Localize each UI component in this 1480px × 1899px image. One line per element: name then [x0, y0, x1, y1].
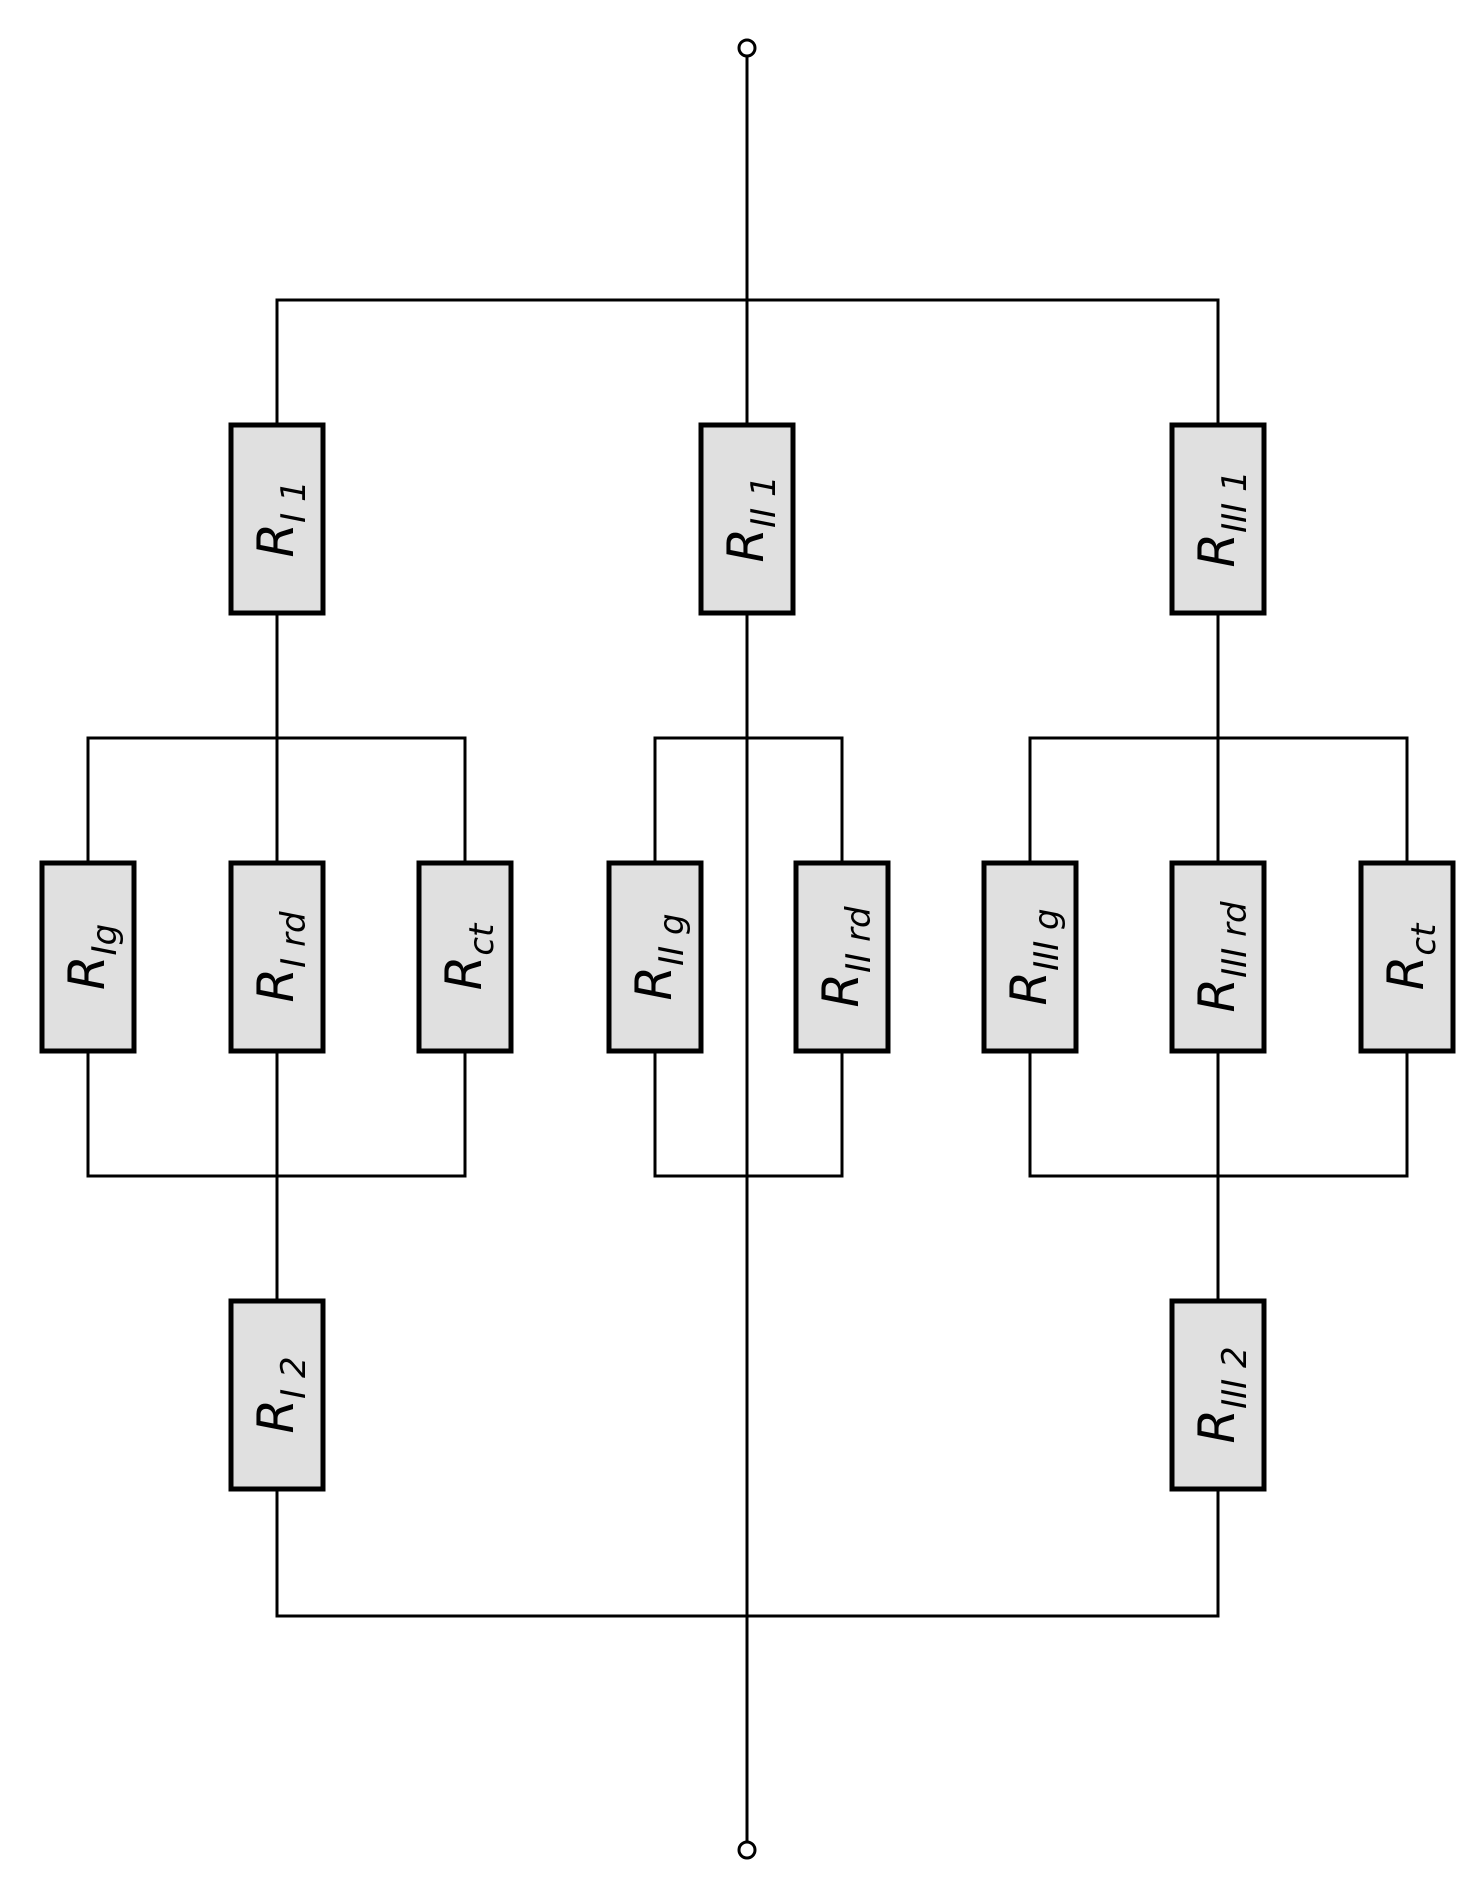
resistor-label-subscript: I rd [274, 911, 314, 968]
resistor-label-subscript: III g [1027, 908, 1067, 970]
resistor-label: RIII 2 [1188, 1346, 1255, 1443]
resistor-RIIrd: RII rd [793, 860, 891, 1054]
resistor-label: RIII rd [1188, 901, 1255, 1013]
resistor-label-base: R [1188, 1409, 1246, 1444]
resistor-label-subscript: II rd [839, 906, 879, 973]
resistor-label: RII 1 [717, 475, 784, 562]
resistor-label-base: R [247, 968, 305, 1003]
resistor-label-subscript: III 2 [1215, 1346, 1255, 1409]
resistor-body [606, 860, 704, 1054]
resistor-body [698, 422, 796, 616]
terminals [737, 38, 757, 1860]
resistor-RIg: RIg [39, 860, 137, 1054]
resistor-label-base: R [812, 973, 870, 1008]
resistor-body [793, 860, 891, 1054]
resistor-label-base: R [1000, 971, 1058, 1006]
resistor-label: RII g [625, 913, 692, 1000]
resistor-body [1169, 1298, 1267, 1492]
resistor-label-base: R [247, 523, 305, 558]
resistor-RIrd: RI rd [228, 860, 326, 1054]
terminal-top [737, 38, 757, 58]
resistor-label-base: R [58, 955, 116, 990]
resistor-label: RI 2 [247, 1356, 314, 1433]
resistor-RIIIg: RIII g [981, 860, 1079, 1054]
resistor-body [228, 1298, 326, 1492]
resistor-RI1: RI 1 [228, 422, 326, 616]
resistor-body [1169, 422, 1267, 616]
resistor-body [981, 860, 1079, 1054]
resistor-label-subscript: I 1 [274, 480, 314, 522]
resistor-label-base: R [247, 1399, 305, 1434]
resistor-label: Rct [435, 922, 502, 990]
resistor-label-subscript: ct [462, 922, 502, 956]
resistor-label-subscript: Ig [85, 924, 125, 956]
resistor-label-subscript: ct [1404, 922, 1444, 956]
resistor-label: RII rd [812, 906, 879, 1008]
resistor-label-base: R [1188, 978, 1246, 1013]
resistor-label-base: R [1377, 956, 1435, 991]
resistor-label: RIg [58, 924, 125, 990]
resistor-label-subscript: II 1 [744, 475, 784, 528]
terminal-bottom [737, 1840, 757, 1860]
resistor-body [1169, 860, 1267, 1054]
resistor-RII1: RII 1 [698, 422, 796, 616]
resistor-Rct1: Rct [416, 860, 514, 1054]
resistor-label-subscript: III rd [1215, 901, 1255, 978]
resistor-label: RIII g [1000, 908, 1067, 1005]
resistor-body [1358, 860, 1456, 1054]
resistor-label: RIII 1 [1188, 470, 1255, 567]
resistor-RIII2: RIII 2 [1169, 1298, 1267, 1492]
resistor-label: RI rd [247, 911, 314, 1003]
resistor-body [228, 860, 326, 1054]
resistor-body [39, 860, 137, 1054]
resistor-RIII1: RIII 1 [1169, 422, 1267, 616]
resistor-RI2: RI 2 [228, 1298, 326, 1492]
resistor-label: RI 1 [247, 480, 314, 557]
resistor-label: Rct [1377, 922, 1444, 990]
resistor-Rct2: Rct [1358, 860, 1456, 1054]
resistor-body [228, 422, 326, 616]
resistor-label-base: R [717, 528, 775, 563]
resistor-label-base: R [1188, 533, 1246, 568]
resistor-label-base: R [625, 966, 683, 1001]
resistor-label-subscript: I 2 [274, 1356, 314, 1398]
resistor-RIIg: RII g [606, 860, 704, 1054]
resistor-label-subscript: II g [652, 913, 692, 965]
resistor-RIIIrd: RIII rd [1169, 860, 1267, 1054]
resistor-label-subscript: III 1 [1215, 470, 1255, 533]
resistor-label-base: R [435, 956, 493, 991]
resistor-body [416, 860, 514, 1054]
